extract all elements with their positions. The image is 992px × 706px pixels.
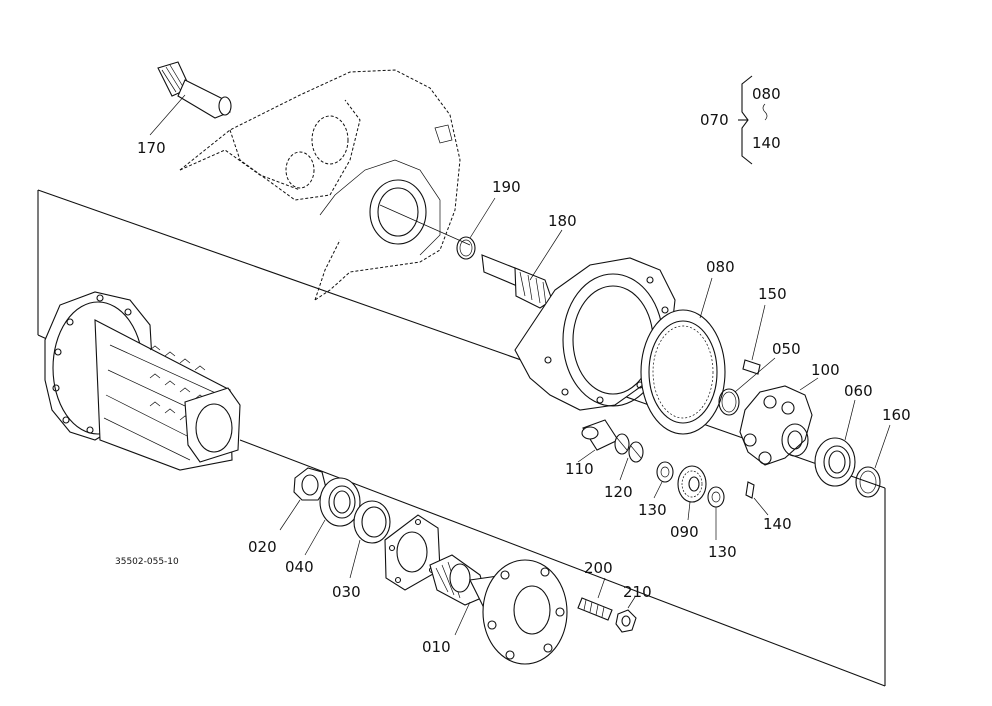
label-160: 160 [882, 406, 911, 424]
label-020: 020 [248, 538, 277, 556]
group-bracket: 070 080 140 [700, 75, 781, 165]
nut-020 [279, 467, 327, 531]
nut-210 [615, 596, 637, 633]
pin-140 [745, 481, 769, 516]
oil-seal-030 [349, 500, 391, 579]
spline-shaft-170 [149, 61, 232, 136]
axle-shaft-010 [429, 554, 568, 665]
label-120: 120 [604, 483, 633, 501]
snap-ring-050 [718, 357, 776, 416]
label-130a: 130 [638, 501, 667, 519]
label-140: 140 [763, 515, 792, 533]
bracket-from-080: 080 [752, 85, 781, 103]
part-labels: 170 190 180 080 150 050 100 060 160 110 … [137, 139, 911, 656]
needle-bearing-120 [614, 433, 644, 481]
label-080: 080 [706, 258, 735, 276]
snap-ring-160 [855, 424, 891, 498]
label-150: 150 [758, 285, 787, 303]
label-210: 210 [623, 583, 652, 601]
label-060: 060 [844, 382, 873, 400]
label-040: 040 [285, 558, 314, 576]
stud-200 [577, 577, 613, 621]
label-050: 050 [772, 340, 801, 358]
label-110: 110 [565, 460, 594, 478]
bracket-label-070: 070 [700, 111, 729, 129]
planet-pin-110 [577, 419, 619, 463]
ring-gear-080 [640, 277, 726, 435]
snap-ring-190 [456, 197, 496, 260]
thrust-washer-130a [653, 461, 674, 499]
drawing-number: 35502-055-10 [115, 557, 179, 567]
bearing-040 [304, 477, 361, 556]
planet-gear-090 [677, 465, 707, 521]
planet-carrier-100 [739, 377, 819, 466]
pinion-shaft-180 [481, 229, 563, 309]
axle-housing [44, 291, 241, 471]
label-180: 180 [548, 212, 577, 230]
bracket-to-140: 140 [752, 134, 781, 152]
label-130b: 130 [708, 543, 737, 561]
label-100: 100 [811, 361, 840, 379]
label-190: 190 [492, 178, 521, 196]
label-170: 170 [137, 139, 166, 157]
label-200: 200 [584, 559, 613, 577]
bearing-cover [384, 514, 441, 591]
label-010: 010 [422, 638, 451, 656]
label-090: 090 [670, 523, 699, 541]
pin-150 [742, 304, 766, 375]
bearing-060 [814, 399, 856, 487]
thrust-washer-130b [707, 486, 725, 540]
label-030: 030 [332, 583, 361, 601]
transmission-housing [179, 69, 461, 301]
